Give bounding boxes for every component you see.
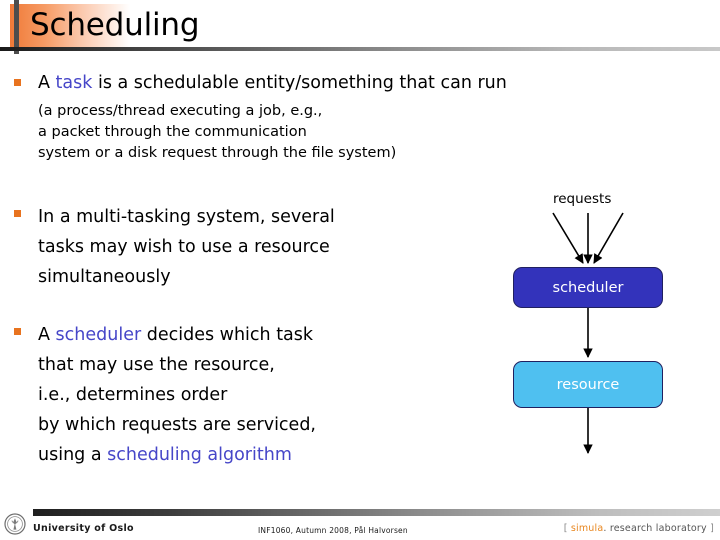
scheduler-resource-diagram: requests scheduler resource (495, 183, 710, 458)
bullet-2-line-3: simultaneously (38, 267, 171, 287)
slide-footer (0, 505, 720, 540)
bullet-3-highlight-scheduling-algorithm: scheduling algorithm (107, 445, 292, 465)
page-title: Scheduling (30, 7, 200, 43)
bullet-3-line1-suffix: decides which task (141, 325, 314, 345)
title-underline-decoration (0, 47, 720, 51)
request-arrow-left (552, 212, 584, 264)
slide-title-area: Scheduling (0, 0, 720, 58)
resource-node-label: resource (556, 376, 620, 393)
bullet-1-body: A task is a schedulable entity/something… (38, 71, 507, 164)
square-bullet-icon (14, 210, 21, 217)
bullet-item-3: A scheduler decides which task that may … (14, 320, 316, 470)
course-info-text: INF1060, Autumn 2008, Pål Halvorsen (258, 526, 408, 535)
bullet-3-body: A scheduler decides which task that may … (38, 320, 316, 470)
footer-gradient-bar (33, 509, 720, 516)
bullet-item-2: In a multi-tasking system, several tasks… (14, 202, 335, 292)
scheduler-node[interactable]: scheduler (513, 267, 663, 308)
bullet-1-highlight-task: task (55, 73, 93, 93)
square-bullet-icon (14, 79, 21, 86)
resource-node[interactable]: resource (513, 361, 663, 408)
simula-logo-open-bracket: [ (563, 523, 571, 534)
title-gradient-decoration (10, 4, 130, 50)
bullet-2-line-2: tasks may wish to use a resource (38, 237, 330, 257)
bullet-2-line-1: In a multi-tasking system, several (38, 207, 335, 227)
bullet-1-lead-suffix: is a schedulable entity/something that c… (92, 73, 507, 93)
simula-logo-brand: simula (570, 523, 604, 534)
bullet-3-line-5: using a scheduling algorithm (38, 440, 316, 470)
request-arrow-right (593, 212, 624, 264)
bullet-1-sub-line-1: (a process/thread executing a job, e.g., (38, 103, 323, 119)
bullet-3-highlight-scheduler: scheduler (55, 325, 142, 345)
title-vertical-bar-decoration (14, 0, 19, 54)
university-seal-icon (4, 513, 26, 535)
bullet-3-line-4: by which requests are serviced, (38, 415, 316, 435)
bullet-3-line-2: that may use the resource, (38, 355, 275, 375)
simula-logo-close-bracket: ] (706, 523, 714, 534)
simula-logo: [ simula. research laboratory ] (564, 523, 714, 534)
bullet-3-line-1: A scheduler decides which task (38, 320, 316, 350)
requests-label: requests (553, 191, 612, 207)
bullet-1-sub-line-3: system or a disk request through the fil… (38, 145, 397, 161)
bullet-1-lead-prefix: A (38, 73, 56, 93)
bullet-2-body: In a multi-tasking system, several tasks… (38, 202, 335, 292)
university-name: University of Oslo (33, 523, 134, 534)
bullet-1-lead-line: A task is a schedulable entity/something… (38, 71, 507, 95)
diagram-arrows (552, 212, 624, 454)
square-bullet-icon (14, 328, 21, 335)
bullet-item-1: A task is a schedulable entity/something… (14, 71, 507, 164)
scheduler-node-label: scheduler (552, 279, 624, 296)
simula-logo-rest: . research laboratory (603, 523, 707, 534)
slide-content: A task is a schedulable entity/something… (0, 58, 720, 498)
bullet-3-line-3: i.e., determines order (38, 385, 228, 405)
bullet-3-line1-prefix: A (38, 325, 56, 345)
bullet-1-sub-line-2: a packet through the communication (38, 124, 307, 140)
bullet-3-last-prefix: using a (38, 445, 108, 465)
